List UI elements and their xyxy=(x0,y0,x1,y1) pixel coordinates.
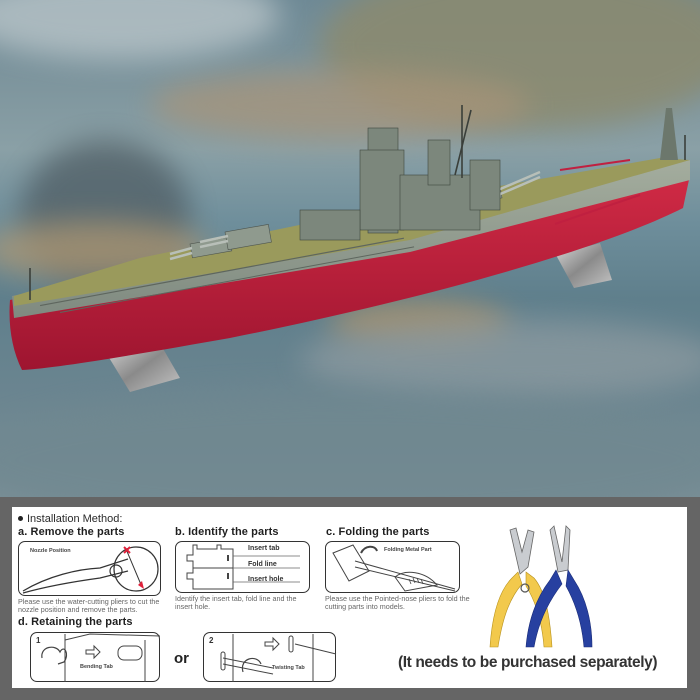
twisting-tab-diagram-icon xyxy=(220,634,337,682)
insert-tab-label: Insert tab xyxy=(248,545,280,552)
step-b-heading: b. Identify the parts xyxy=(175,526,279,538)
step-c-heading: c. Folding the parts xyxy=(326,526,430,538)
or-separator: or xyxy=(174,650,189,667)
product-photo xyxy=(0,0,700,497)
fold-line-label: Fold line xyxy=(248,561,277,568)
installation-title: Installation Method: xyxy=(18,513,122,525)
folding-metal-part-label: Folding Metal Part xyxy=(384,547,432,553)
pliers-illustration-icon xyxy=(489,525,593,648)
step-a-caption: Please use the water-cutting pliers to c… xyxy=(18,597,160,614)
step-d-heading: d. Retaining the parts xyxy=(18,616,133,628)
step-b-caption: Identify the insert tab, fold line and t… xyxy=(175,594,297,611)
purchase-separately-note: (It needs to be purchased separately) xyxy=(398,654,658,671)
step-b-diagram xyxy=(175,541,310,593)
step-c-caption: Please use the Pointed-nose pliers to fo… xyxy=(325,594,470,611)
battleship-model xyxy=(9,105,690,392)
step-a-heading: a. Remove the parts xyxy=(18,526,125,538)
part-outline-diagram-icon xyxy=(186,544,300,590)
cutting-pliers-diagram-icon xyxy=(22,546,159,594)
bending-tab-label: Bending Tab xyxy=(80,664,113,670)
option-2-number: 2 xyxy=(209,636,214,645)
bending-tab-diagram-icon xyxy=(41,633,161,682)
insert-hole-label: Insert hole xyxy=(248,576,284,583)
bullet-icon xyxy=(18,515,23,521)
bg-water xyxy=(0,390,700,497)
nozzle-position-label: Nozzle Position xyxy=(30,548,71,554)
option-1-number: 1 xyxy=(36,636,41,645)
bg-reflection xyxy=(300,320,700,400)
twisting-tab-label: Twisting Tab xyxy=(272,665,305,671)
folding-pliers-diagram-icon xyxy=(332,544,456,592)
